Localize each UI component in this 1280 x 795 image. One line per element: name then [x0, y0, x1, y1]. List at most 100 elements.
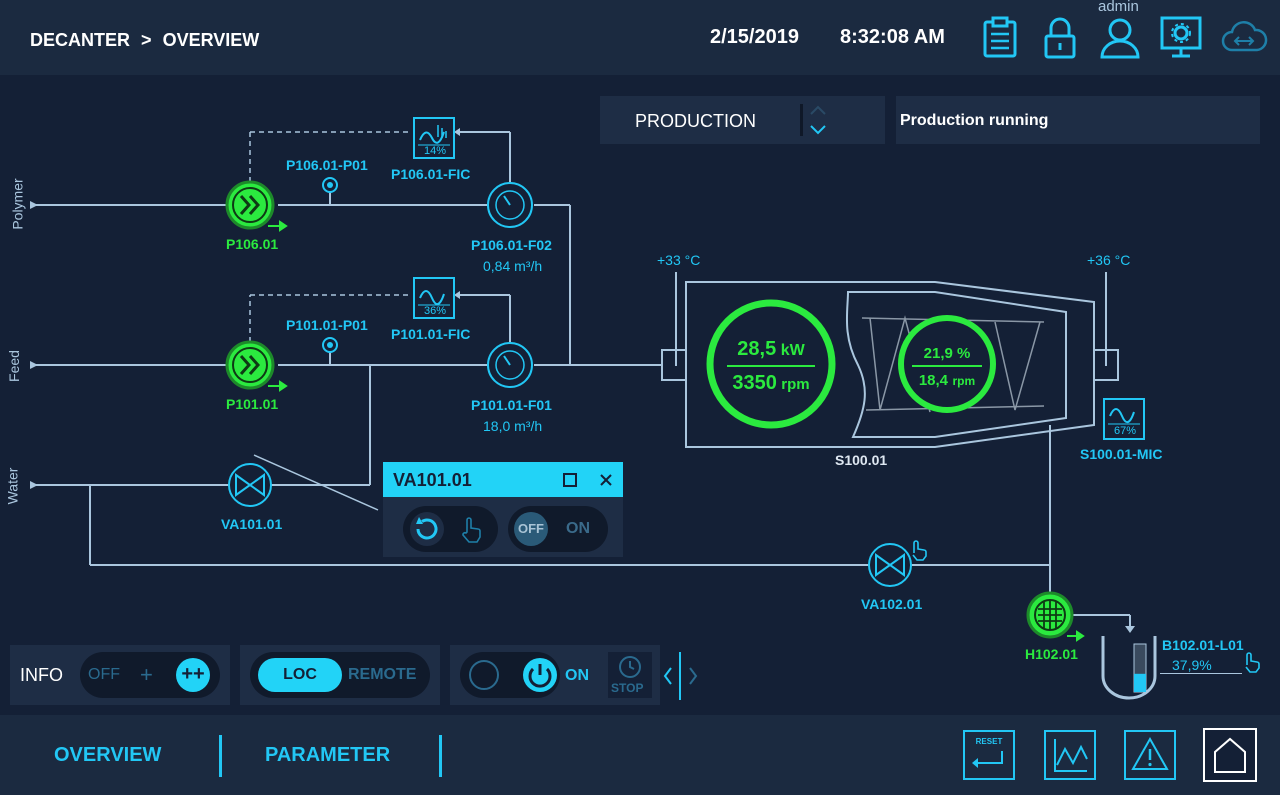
p101-flow-tag: P101.01-F01	[471, 397, 552, 413]
p101-flow-reading: 18,0 m³/h	[483, 418, 542, 434]
bottom-nav: OVERVIEW PARAMETER RESET	[0, 715, 1280, 795]
on-off-toggle[interactable]: OFF ON	[508, 506, 608, 552]
p101-flow-unit: m³/h	[514, 418, 543, 434]
pager-prev-icon[interactable]	[663, 667, 672, 685]
mode-stepper[interactable]	[808, 102, 828, 138]
decanter-s100-body[interactable]	[661, 281, 1119, 448]
manual-hand-icon[interactable]	[459, 516, 485, 544]
p106-flow-reading: 0,84 m³/h	[483, 258, 542, 274]
status-text: Production running	[900, 112, 1049, 129]
info-panel: INFO OFF + ++	[10, 645, 230, 705]
b102-level: 37,9%	[1172, 657, 1212, 673]
p106-sensor-tag: P106.01-P01	[286, 157, 368, 173]
alarm-warning-icon[interactable]	[1123, 729, 1177, 781]
breadcrumb-current: OVERVIEW	[162, 30, 260, 50]
p106-flow-tag: P106.01-F02	[471, 237, 552, 253]
panel-pager	[663, 652, 698, 700]
p101-fic-value: 36%	[423, 305, 447, 317]
pressure-sensor-p101-icon[interactable]	[322, 337, 338, 353]
controller-p106-fic-icon[interactable]	[413, 117, 455, 159]
p106-fic-value: 14%	[423, 145, 447, 157]
nav-parameter[interactable]: PARAMETER	[265, 744, 391, 766]
s100-diff-reading: 18,4 rpm	[902, 372, 992, 390]
h102-tag: H102.01	[1025, 646, 1078, 662]
breadcrumb: DECANTER > OVERVIEW	[30, 30, 259, 51]
remote-option[interactable]: REMOTE	[348, 666, 417, 683]
p101-sensor-tag: P101.01-P01	[286, 317, 368, 333]
home-icon[interactable]	[1203, 728, 1257, 782]
cloud-sync-icon[interactable]	[1220, 20, 1268, 54]
info-level-toggle[interactable]: OFF + ++	[80, 652, 220, 698]
trend-chart-icon[interactable]	[1043, 729, 1097, 781]
stop-clock-icon	[619, 656, 641, 678]
p106-flow-unit: m³/h	[514, 258, 543, 274]
mode-selector[interactable]: PRODUCTION	[600, 96, 885, 144]
lock-icon[interactable]	[1042, 16, 1078, 60]
date-display: 2/15/2019	[710, 26, 799, 48]
valve-va102-icon[interactable]	[868, 543, 912, 587]
s100-mic-value: 67%	[1113, 425, 1137, 437]
s100-temp-left: +33 °C	[657, 252, 701, 268]
info-off-option[interactable]: OFF	[88, 666, 120, 683]
mode-divider	[800, 104, 803, 136]
p106-fic-tag: P106.01-FIC	[391, 166, 471, 182]
auto-mode-icon[interactable]	[409, 511, 445, 547]
controller-s100-mic-icon[interactable]	[1103, 398, 1145, 440]
s100-speed-value: 3350	[732, 372, 777, 394]
reset-button[interactable]: RESET	[962, 729, 1016, 781]
valve-popup: VA101.01 OFF ON	[383, 462, 623, 557]
b102-underline	[1160, 673, 1242, 674]
breadcrumb-root[interactable]: DECANTER	[30, 30, 131, 50]
controller-p101-fic-icon[interactable]	[413, 277, 455, 319]
power-panel: ON STOP	[450, 645, 660, 705]
nav-divider	[439, 735, 442, 777]
loc-remote-toggle[interactable]: LOC REMOTE	[250, 652, 430, 698]
p101-tag: P101.01	[226, 396, 279, 412]
mode-selected: PRODUCTION	[635, 111, 756, 131]
pump-p101-icon[interactable]	[225, 340, 275, 390]
p101-fic-tag: P101.01-FIC	[391, 326, 471, 342]
top-bar: DECANTER > OVERVIEW 2/15/2019 8:32:08 AM…	[0, 0, 1280, 75]
s100-speed-unit: rpm	[781, 376, 810, 393]
popup-title: VA101.01	[393, 470, 472, 490]
info-plusplus-option[interactable]: ++	[176, 658, 210, 692]
reset-icon	[963, 730, 1015, 780]
flowmeter-p106-icon[interactable]	[487, 182, 533, 228]
off-button[interactable]: OFF	[514, 512, 548, 546]
info-plus-option[interactable]: +	[140, 662, 153, 687]
pipes	[32, 131, 1131, 626]
user-icon[interactable]	[1098, 16, 1142, 60]
flowmeter-p101-icon[interactable]	[487, 342, 533, 388]
valve-va101-icon[interactable]	[228, 463, 272, 507]
close-icon[interactable]	[599, 473, 613, 487]
process-diagram	[30, 117, 1260, 700]
control-lines	[249, 131, 412, 342]
clipboard-icon[interactable]	[980, 16, 1020, 60]
loc-option[interactable]: LOC	[258, 658, 342, 692]
p106-tag: P106.01	[226, 236, 279, 252]
s100-power-unit: kW	[780, 342, 805, 359]
s100-power-reading: 28,5 kW	[712, 338, 830, 361]
power-on-icon[interactable]	[522, 657, 558, 693]
breadcrumb-separator: >	[141, 30, 152, 50]
stop-button[interactable]: STOP	[608, 652, 652, 698]
va102-tag: VA102.01	[861, 596, 923, 612]
on-button[interactable]: ON	[566, 520, 590, 537]
pager-next-icon[interactable]	[689, 667, 698, 685]
info-label: INFO	[20, 665, 63, 685]
pump-h102-icon[interactable]	[1026, 591, 1074, 639]
auto-manual-toggle[interactable]	[403, 506, 498, 552]
maximize-icon[interactable]	[563, 473, 577, 487]
p106-flow-value: 0,84	[483, 258, 511, 274]
s100-temp-right: +36 °C	[1087, 252, 1131, 268]
pressure-sensor-p106-icon[interactable]	[322, 177, 338, 193]
user-name: admin	[1098, 0, 1139, 15]
power-off-circle-icon[interactable]	[468, 659, 500, 691]
pump-p106-icon[interactable]	[225, 180, 275, 230]
nav-divider	[219, 735, 222, 777]
flow-direction-arrows	[268, 220, 1085, 642]
power-toggle[interactable]	[460, 652, 560, 698]
nav-overview[interactable]: OVERVIEW	[54, 744, 162, 766]
tank-b102-icon[interactable]	[1101, 636, 1157, 700]
settings-monitor-icon[interactable]	[1160, 16, 1202, 58]
